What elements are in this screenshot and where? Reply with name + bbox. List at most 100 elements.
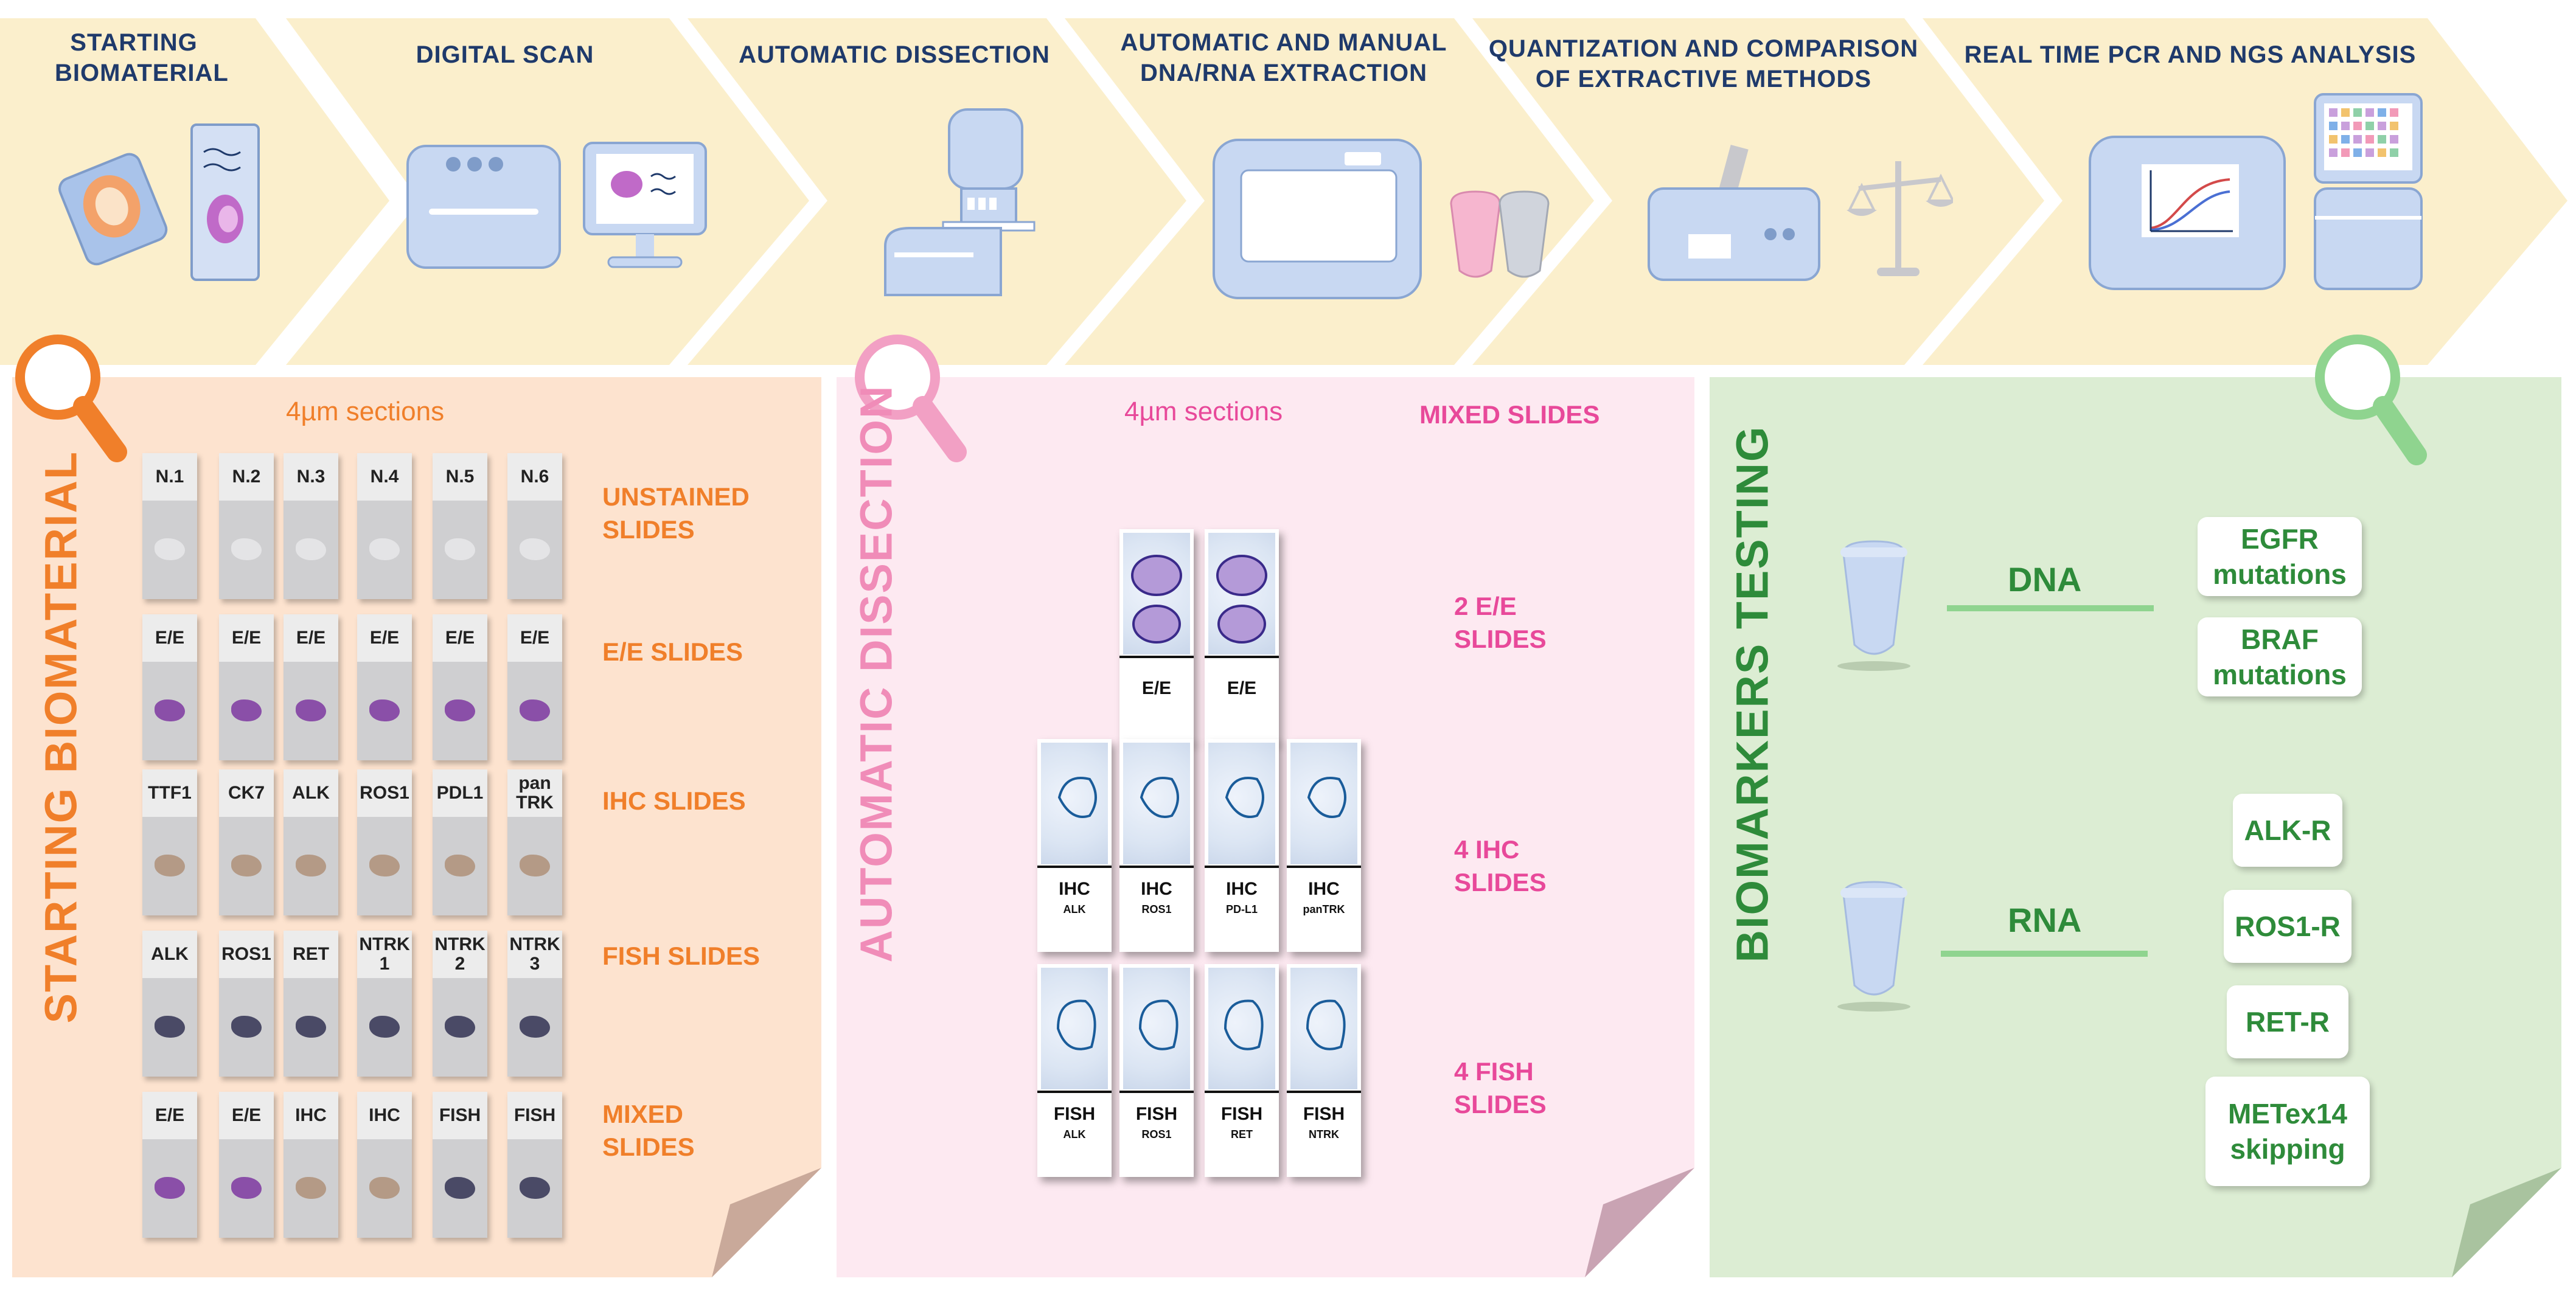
slide: ALK	[142, 931, 197, 1077]
slide-subcaption: PD-L1	[1225, 903, 1258, 915]
slide-label: NTRK 1	[357, 931, 412, 978]
dissection-slide: IHC PD-L1	[1205, 739, 1279, 952]
tissue-section	[520, 538, 550, 560]
slide: CK7	[219, 769, 274, 915]
tissue-section	[231, 538, 262, 560]
slide-caption: E/E	[1227, 678, 1257, 698]
slide-label: ROS1	[357, 769, 412, 817]
slide: RET	[284, 931, 338, 1077]
slide-scan-image	[1041, 968, 1108, 1089]
slide-caption: E/E	[1141, 678, 1172, 698]
tissue-section	[296, 1177, 326, 1199]
tissue-section	[155, 699, 185, 721]
slide-subcaption: NTRK	[1309, 1128, 1339, 1140]
dissection-slide: E/E	[1119, 529, 1194, 742]
slide-label: E/E	[433, 614, 487, 662]
slide-scan-image	[1123, 968, 1190, 1089]
slide-divider	[1119, 866, 1194, 868]
slide-label: RET	[284, 931, 338, 978]
step-title-pcr-ngs: REAL TIME PCR AND NGS ANALYSIS	[1964, 41, 2417, 68]
slide: E/E	[284, 614, 338, 760]
step-title-automatic-dissection: AUTOMATIC DISSECTION	[739, 41, 1050, 68]
step-title-digital-scan: DIGITAL SCAN	[416, 41, 594, 68]
slide-label: pan TRK	[507, 769, 562, 817]
slide-label: ALK	[284, 769, 338, 817]
panel2-mixed-label: MIXED SLIDES	[1419, 400, 1600, 429]
target-ros1-r: ROS1-R	[2224, 890, 2351, 963]
dissection-machine-icon	[884, 108, 1036, 296]
slide: NTRK 2	[433, 931, 487, 1077]
slide-divider	[1205, 656, 1279, 658]
panel1-section-label: 4µm sections	[286, 397, 445, 426]
slide: FISH	[433, 1092, 487, 1238]
slide: E/E	[433, 614, 487, 760]
slide: IHC	[284, 1092, 338, 1238]
tissue-section	[155, 1016, 185, 1038]
slide-label: N.6	[507, 453, 562, 501]
step-title-extraction: AUTOMATIC AND MANUAL DNA/RNA EXTRACTION	[1120, 29, 1447, 86]
row-label: FISH SLIDES	[602, 942, 761, 970]
slide-divider	[1205, 1091, 1279, 1093]
group-label: 4 FISH SLIDES	[1454, 1057, 1547, 1119]
slide-subcaption: panTRK	[1303, 903, 1345, 915]
slide: pan TRK	[507, 769, 562, 915]
slide-label: ALK	[142, 931, 197, 978]
panel3-title: BIOMARKERS TESTING	[1727, 425, 1778, 963]
tissue-section	[231, 1016, 262, 1038]
slide-caption: FISH	[1303, 1104, 1345, 1124]
slide: N.1	[142, 453, 197, 599]
tissue-section	[445, 538, 475, 560]
tissue-section	[369, 1177, 400, 1199]
slide: N.4	[357, 453, 412, 599]
slide-label: IHC	[357, 1092, 412, 1139]
slide: PDL1	[433, 769, 487, 915]
tissue-section	[296, 699, 326, 721]
tissue-section	[231, 699, 262, 721]
slide: NTRK 3	[507, 931, 562, 1077]
tissue-section	[296, 855, 326, 876]
rna-tube-icon	[1837, 881, 1910, 1012]
tissue-section	[520, 699, 550, 721]
slide-subcaption: ALK	[1063, 1128, 1086, 1140]
slide-label: E/E	[357, 614, 412, 662]
dissection-slide: FISH NTRK	[1287, 964, 1361, 1177]
slide: ROS1	[219, 931, 274, 1077]
panel1-title: STARTING BIOMATERIAL	[35, 450, 86, 1024]
slide-label: NTRK 2	[433, 931, 487, 978]
slide: IHC	[357, 1092, 412, 1238]
slide-label: N.3	[284, 453, 338, 501]
tissue-section	[445, 855, 475, 876]
slide: E/E	[357, 614, 412, 760]
magnifier-pink-icon	[855, 335, 967, 462]
slide-subcaption: ROS1	[1141, 1128, 1172, 1140]
row-label: IHC SLIDES	[602, 786, 746, 815]
slide: FISH	[507, 1092, 562, 1238]
slide: ROS1	[357, 769, 412, 915]
slide: N.2	[219, 453, 274, 599]
tissue-section	[445, 1177, 475, 1199]
magnifier-green-icon	[2315, 335, 2427, 465]
tissue-section	[369, 699, 400, 721]
slide-caption: IHC	[1059, 879, 1090, 899]
slide-scan-image	[1123, 533, 1190, 654]
slide-subcaption: RET	[1231, 1128, 1253, 1140]
slide-label: E/E	[219, 1092, 274, 1139]
slide: N.5	[433, 453, 487, 599]
pcr-machine-icon	[2089, 93, 2423, 290]
slide-caption: IHC	[1226, 879, 1258, 899]
slide-label: CK7	[219, 769, 274, 817]
quantifier-icon	[1648, 144, 1953, 281]
tissue-section	[155, 1177, 185, 1199]
slide-label: N.4	[357, 453, 412, 501]
tissue-section	[369, 538, 400, 560]
tissue-section	[296, 1016, 326, 1038]
group-label: 2 E/E SLIDES	[1454, 592, 1547, 653]
tissue-section	[445, 699, 475, 721]
slide-scan-image	[1208, 968, 1275, 1089]
slide-label: N.1	[142, 453, 197, 501]
slide-label: E/E	[142, 614, 197, 662]
slide-label: E/E	[507, 614, 562, 662]
target-egfr: EGFR mutations	[2198, 517, 2362, 596]
